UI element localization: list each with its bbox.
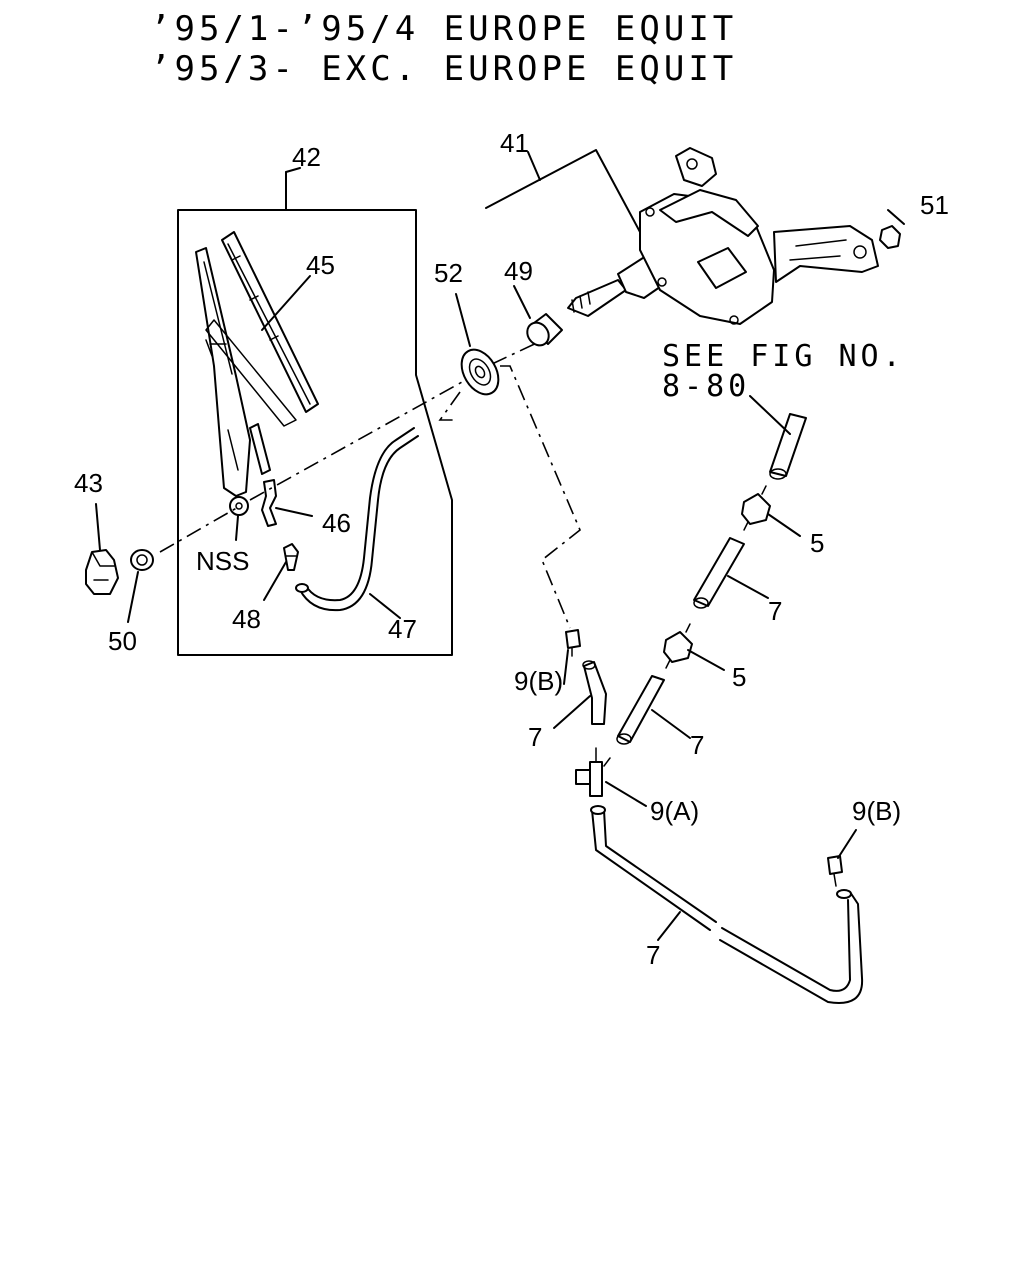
- callout-7-middle: 7: [690, 730, 704, 760]
- callout-9b-lower: 9(B): [852, 796, 901, 826]
- callout-nss: NSS: [196, 546, 249, 576]
- callout-46: 46: [322, 508, 351, 538]
- t-connector-9a: [575, 747, 611, 797]
- clip: [283, 543, 299, 571]
- see-fig-reference-line-2: 8-80: [662, 369, 750, 404]
- callout-9b-upper: 9(B): [514, 666, 563, 696]
- washer-hose-47: [295, 427, 419, 612]
- callout-7-long: 7: [646, 940, 660, 970]
- arm-cap: [85, 549, 119, 595]
- check-valve-upper: [741, 485, 771, 531]
- callout-45: 45: [306, 250, 335, 280]
- hose-route-line: [500, 365, 581, 629]
- wiper-arm: [195, 247, 251, 516]
- hose-segment-short: [582, 660, 607, 725]
- callout-47: 47: [388, 614, 417, 644]
- header-line-2: ’95/3- EXC. EUROPE EQUIT: [150, 49, 737, 89]
- wiper-arm-assembly-box: [177, 171, 453, 656]
- callout-7-short: 7: [528, 722, 542, 752]
- callout-41: 41: [500, 128, 529, 158]
- nut-51: [879, 225, 901, 249]
- callout-49: 49: [504, 256, 533, 286]
- hose-segment-middle: [616, 675, 665, 745]
- hose-segment-upper: [693, 537, 745, 609]
- callout-43: 43: [74, 468, 103, 498]
- callout-42: 42: [292, 142, 321, 172]
- hose-route-line-2: [438, 391, 461, 421]
- nut-50: [130, 549, 154, 571]
- washer-nozzle: [249, 423, 277, 527]
- callout-50: 50: [108, 626, 137, 656]
- callout-48: 48: [232, 604, 261, 634]
- hose-segment-long: [590, 805, 864, 1004]
- leader-41: [527, 151, 541, 181]
- connector-9b-upper: [565, 629, 581, 657]
- reference-hose: [769, 413, 807, 480]
- grommet-seal: [460, 348, 500, 396]
- callout-51: 51: [920, 190, 949, 220]
- callout-5-upper: 5: [810, 528, 824, 558]
- leader-lines: [95, 167, 905, 941]
- callout-52: 52: [434, 258, 463, 288]
- check-valve-lower: [663, 623, 693, 669]
- callout-9a: 9(A): [650, 796, 699, 826]
- callout-7-upper: 7: [768, 596, 782, 626]
- see-fig-reference-line-1: SEE FIG NO.: [662, 339, 905, 374]
- connector-9b-lower: [827, 855, 852, 899]
- callout-5-lower: 5: [732, 662, 746, 692]
- bushing: [526, 313, 563, 347]
- header-line-1: ’95/1-’95/4 EUROPE EQUIT: [150, 9, 737, 49]
- motor-bracket-line: [485, 149, 641, 233]
- wiper-motor: [567, 147, 879, 325]
